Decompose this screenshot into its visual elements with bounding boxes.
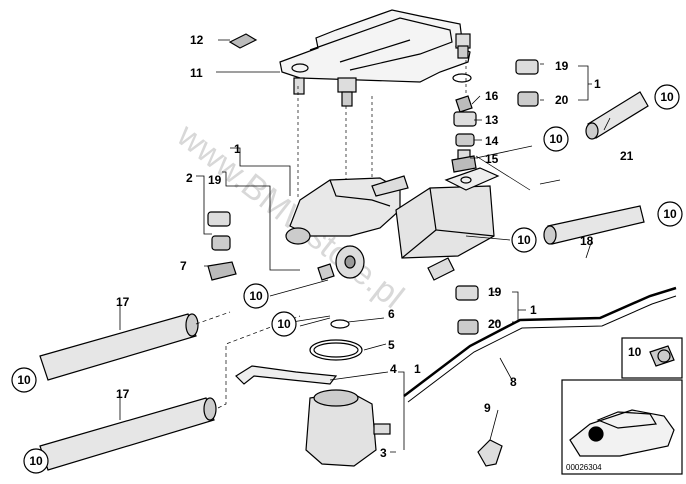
svg-text:10: 10 — [277, 317, 291, 331]
label-1-mid: 1 — [530, 303, 537, 317]
hose-18 — [547, 205, 645, 245]
label-2: 2 — [186, 171, 193, 185]
label-19-mid: 19 — [488, 285, 502, 299]
label-17-upper: 17 — [116, 295, 130, 309]
label-21: 21 — [620, 149, 634, 163]
label-1-bottom: 1 — [414, 362, 421, 376]
callout-10-g: 10 — [11, 367, 37, 393]
callout-10-b: 10 — [543, 126, 569, 152]
label-5: 5 — [388, 338, 395, 352]
callout-group: 10 10 10 10 10 10 10 10 10 — [11, 84, 683, 474]
callout-10-d: 10 — [511, 227, 537, 253]
svg-text:10: 10 — [29, 454, 43, 468]
diagram-code: 00026304 — [566, 463, 602, 472]
clip-4 — [235, 365, 338, 385]
label-16: 16 — [485, 89, 499, 103]
clamp-9 — [477, 439, 503, 467]
svg-text:10: 10 — [549, 132, 563, 146]
label-11: 11 — [190, 66, 203, 80]
label-17-lower: 17 — [116, 387, 130, 401]
hose-17-lower — [39, 397, 215, 471]
callout-10-a: 10 — [654, 84, 680, 110]
label-7: 7 — [180, 259, 187, 273]
callout-10-e: 10 — [243, 283, 269, 309]
svg-text:10: 10 — [17, 373, 31, 387]
callout-10-c: 10 — [657, 201, 683, 227]
label-8: 8 — [510, 375, 517, 389]
label-1-top: 1 — [594, 77, 601, 91]
svg-text:10: 10 — [249, 289, 263, 303]
clip-part — [228, 33, 258, 49]
label-12: 12 — [190, 33, 204, 47]
label-6: 6 — [388, 307, 395, 321]
svg-text:10: 10 — [660, 90, 674, 104]
label-19-top: 19 — [555, 59, 569, 73]
label-1-left: 1 — [234, 142, 241, 156]
label-20-mid: 20 — [488, 317, 502, 331]
inset-location-marker — [588, 426, 604, 442]
label-15: 15 — [485, 152, 499, 166]
label-13: 13 — [485, 113, 499, 127]
callout-10-f: 10 — [271, 311, 297, 337]
label-19-left: 19 — [208, 173, 222, 187]
fuel-line-8 — [403, 286, 677, 397]
label-14: 14 — [485, 134, 499, 148]
label-18: 18 — [580, 234, 594, 248]
callout-10-h: 10 — [23, 448, 49, 474]
hose-17-upper — [39, 313, 197, 381]
svg-text:10: 10 — [517, 233, 531, 247]
label-3: 3 — [380, 446, 387, 460]
callout-10-inset: 10 — [628, 345, 642, 359]
svg-text:10: 10 — [663, 207, 677, 221]
label-20-top: 20 — [555, 93, 569, 107]
solenoid-box — [395, 185, 495, 259]
label-4: 4 — [390, 362, 397, 376]
label-9: 9 — [484, 401, 491, 415]
